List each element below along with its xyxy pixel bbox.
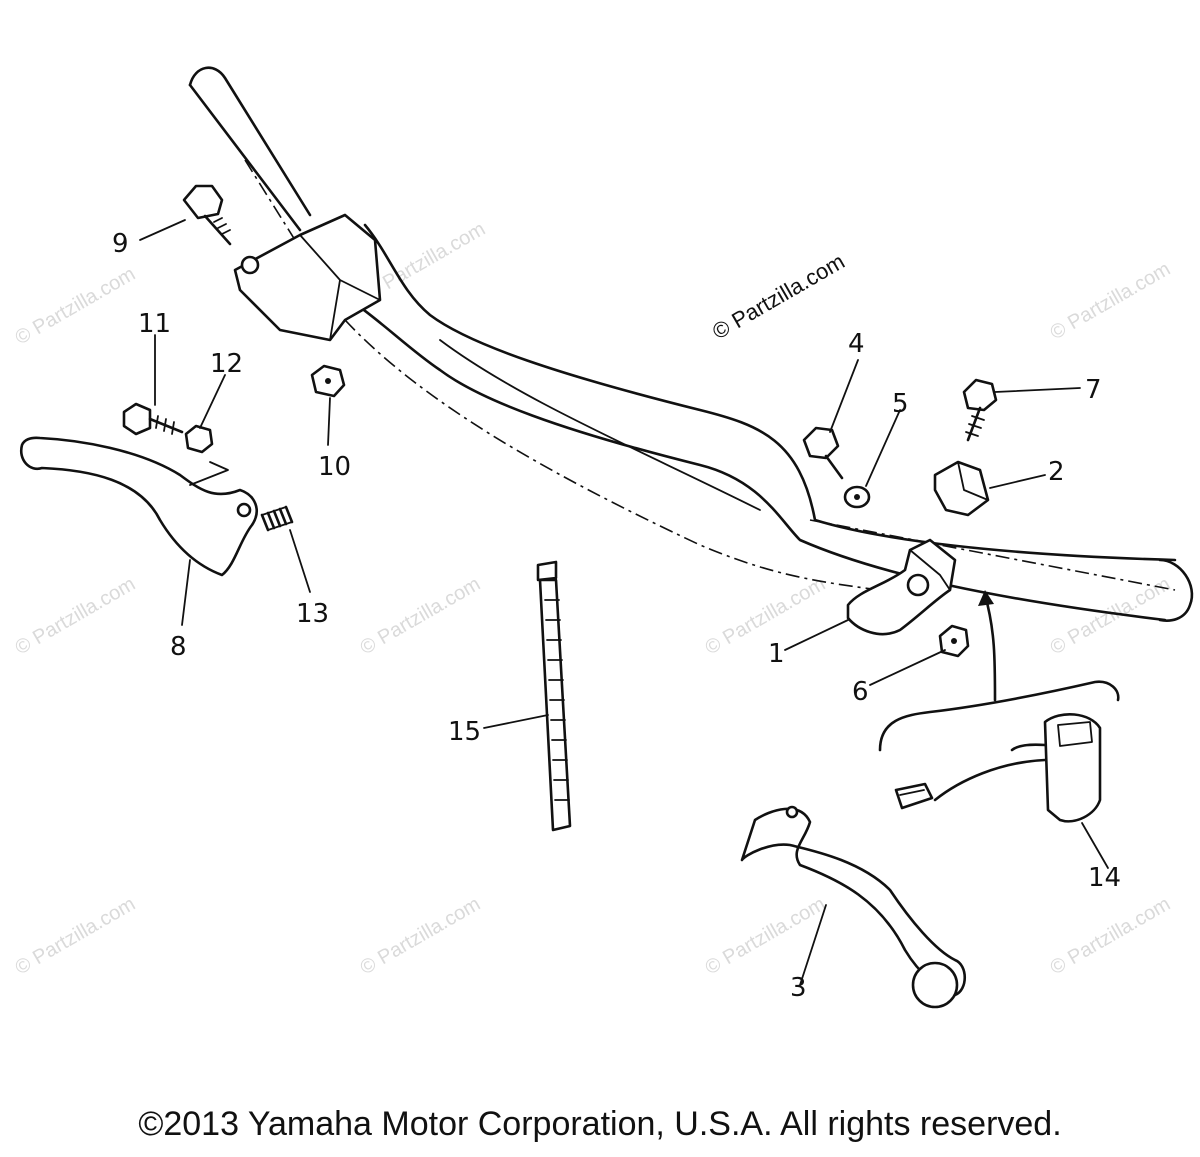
part-8-clutch-lever[interactable] [19, 436, 258, 577]
callout-3: 3 [790, 973, 807, 1003]
part-13-spring[interactable] [260, 505, 294, 532]
part-6-nut[interactable] [938, 624, 970, 658]
handlebar-right-end [1158, 558, 1194, 622]
callout-12: 12 [210, 349, 243, 379]
part-2-clamp[interactable] [933, 460, 990, 517]
handlebar[interactable] [188, 66, 1194, 622]
callout-10: 10 [318, 452, 351, 482]
part-5-washer[interactable] [843, 485, 871, 509]
handlebar-lower-edge [348, 298, 1167, 622]
handlebar-bend-line [439, 339, 761, 511]
handlebar-centerline [244, 159, 881, 591]
watermark-tile: © Partzilla.com [702, 893, 830, 979]
part-15-cable-tie[interactable] [536, 560, 572, 832]
callout-5: 5 [892, 389, 909, 419]
callout-14: 14 [1088, 863, 1121, 893]
callout-11: 11 [138, 309, 171, 339]
callout-1: 1 [768, 639, 785, 669]
watermark-tile: © Partzilla.com [12, 263, 140, 349]
callout-13: 13 [296, 599, 329, 629]
copyright-notice: ©2013 Yamaha Motor Corporation, U.S.A. A… [138, 1105, 1062, 1143]
watermark-tile: © Partzilla.com [12, 573, 140, 659]
watermark-tile: © Partzilla.com [12, 893, 140, 979]
part-12-nut[interactable] [184, 424, 214, 454]
callout-9: 9 [112, 229, 129, 259]
callout-2: 2 [1048, 457, 1065, 487]
part-11-bolt[interactable] [122, 402, 184, 436]
part-7-bolt[interactable] [962, 378, 998, 442]
watermark-tile: © Partzilla.com [362, 218, 490, 304]
watermark-main: © Partzilla.com [708, 249, 849, 345]
callout-6: 6 [852, 677, 869, 707]
part-9-bolt[interactable] [182, 184, 232, 246]
handlebar-right-centerline [809, 519, 1176, 591]
part-3-brake-lever[interactable] [740, 805, 967, 1009]
callout-4: 4 [848, 329, 865, 359]
watermark-tile: © Partzilla.com [357, 573, 485, 659]
callout-15: 15 [448, 717, 481, 747]
callout-7: 7 [1085, 375, 1102, 405]
leader-lines [139, 219, 1109, 986]
watermark-tile: © Partzilla.com [1047, 893, 1175, 979]
watermark-tile: © Partzilla.com [702, 573, 830, 659]
part-4-bolt[interactable] [802, 426, 844, 480]
part-1-lever-holder[interactable] [846, 538, 957, 636]
watermark-tile: © Partzilla.com [357, 893, 485, 979]
handlebar-left-grip-top [188, 66, 312, 217]
assembly-bracket [878, 590, 1120, 752]
watermark-tile: © Partzilla.com [1047, 258, 1175, 344]
part-14-switch[interactable] [894, 712, 1102, 823]
left-lever-holder[interactable] [233, 213, 382, 342]
handlebar-upper-edge [363, 223, 1177, 562]
part-10-nut[interactable] [310, 364, 346, 398]
callout-8: 8 [170, 632, 187, 662]
callout-numbers: 9 11 12 10 13 8 4 5 7 2 1 6 15 14 3 [112, 229, 1121, 1003]
handlebar-left-grip-bottom [188, 83, 302, 232]
